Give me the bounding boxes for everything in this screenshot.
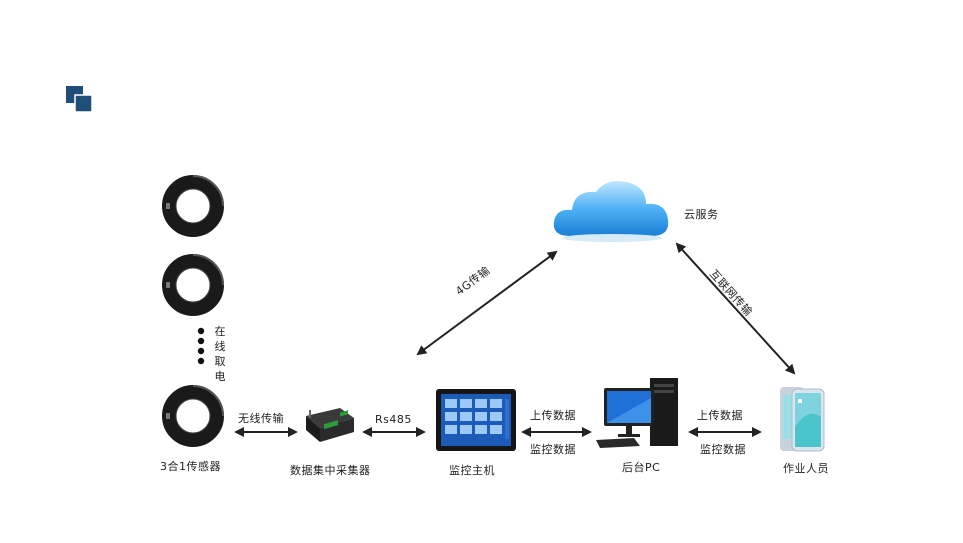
sensor-label: 3合1传感器 xyxy=(160,460,221,473)
smartphone-icon xyxy=(780,387,825,452)
brand-squares-icon xyxy=(66,86,93,113)
collector-label: 数据集中采集器 xyxy=(290,464,371,477)
link-label-monitor-1: 监控数据 xyxy=(530,443,576,456)
link-label-monitor-2: 监控数据 xyxy=(700,443,746,456)
touch-panel-icon xyxy=(436,389,516,451)
cloud-label: 云服务 xyxy=(684,208,719,221)
staff-label: 作业人员 xyxy=(783,462,829,475)
collector-device-icon xyxy=(306,408,354,442)
cloud-icon xyxy=(553,181,669,242)
arrow-4g xyxy=(416,250,558,356)
link-label-upload-1: 上传数据 xyxy=(530,409,576,422)
link-label-upload-2: 上传数据 xyxy=(697,409,743,422)
ring-sensor-icon xyxy=(162,254,224,316)
desktop-pc-icon xyxy=(596,378,678,448)
side-label-online-power: 在线取电 xyxy=(214,325,226,383)
monitor-label: 监控主机 xyxy=(449,464,495,477)
ellipsis-dots xyxy=(197,327,205,365)
ring-sensor-icon xyxy=(162,175,224,237)
pc-label: 后台PC xyxy=(622,461,661,474)
link-label-wireless: 无线传输 xyxy=(238,412,284,425)
arrow-internet xyxy=(675,242,796,375)
ring-sensor-icon xyxy=(162,385,224,447)
link-label-rs485: Rs485 xyxy=(375,413,412,426)
